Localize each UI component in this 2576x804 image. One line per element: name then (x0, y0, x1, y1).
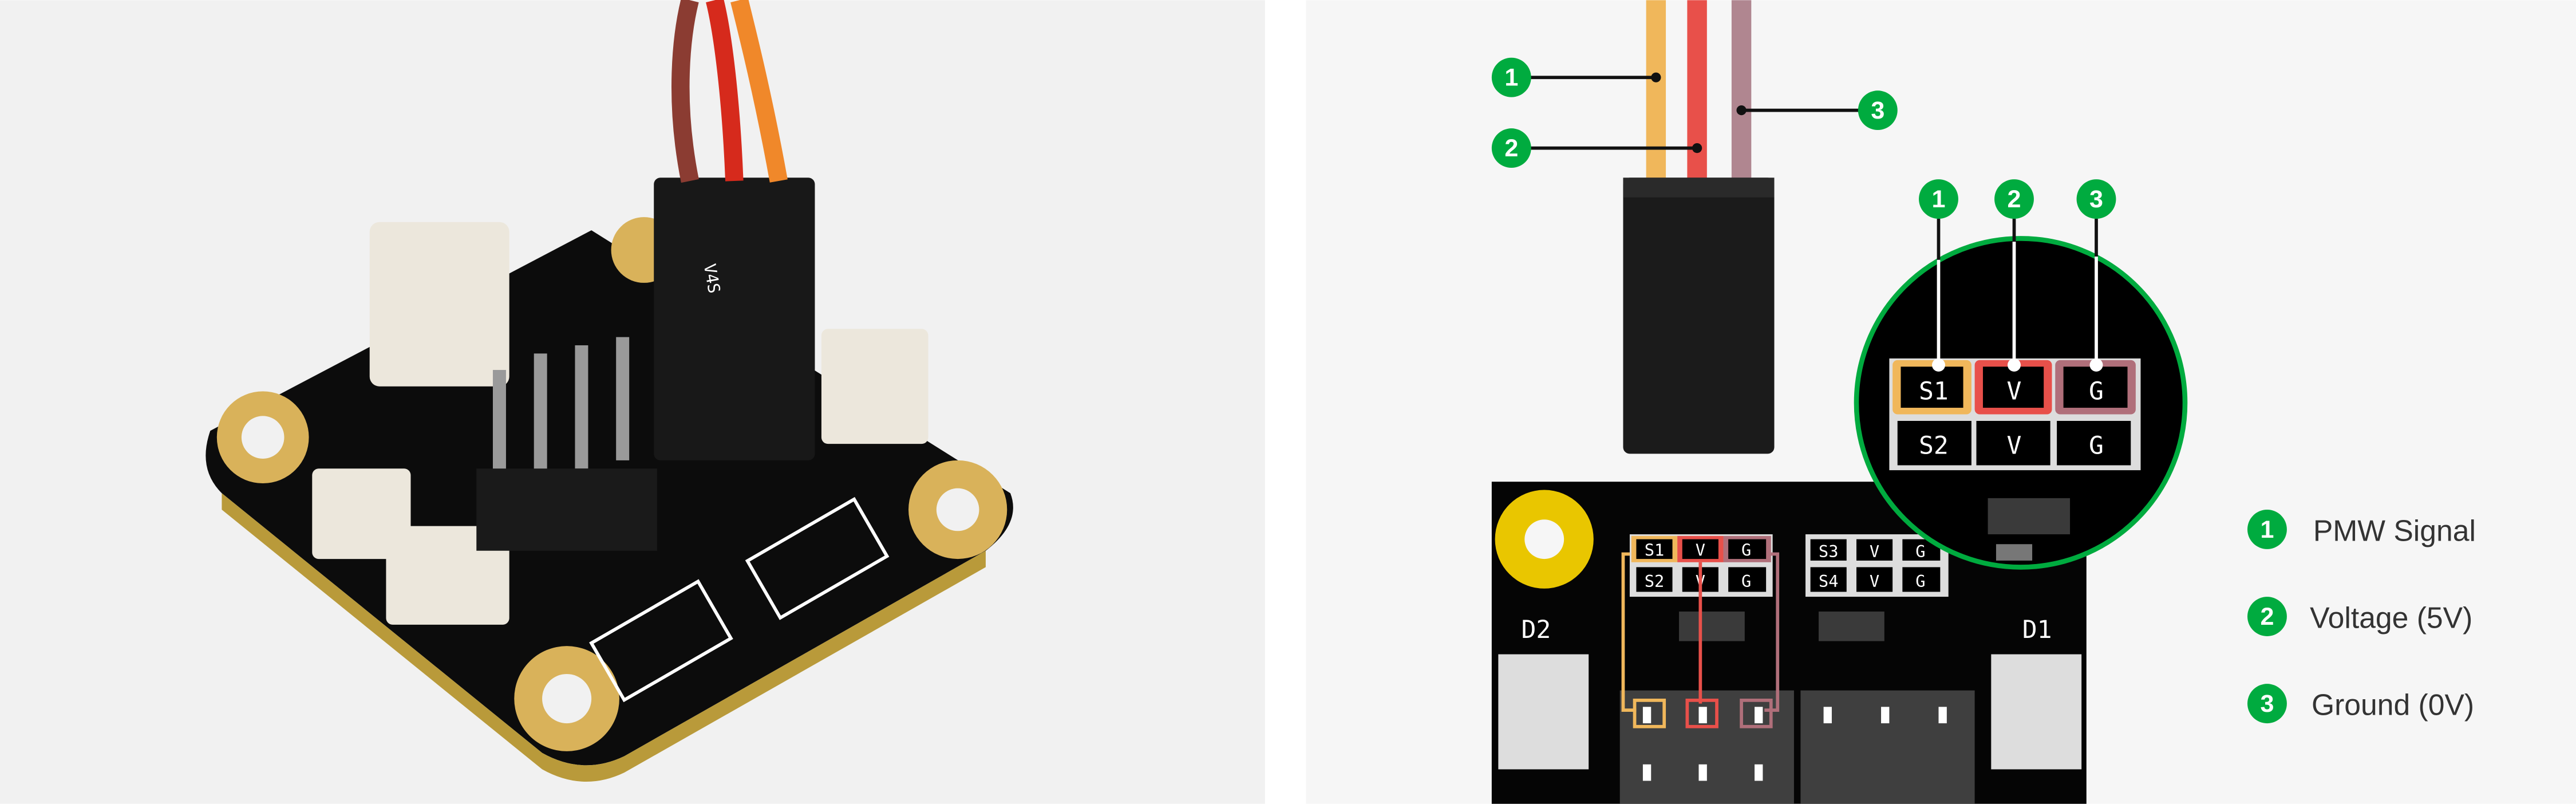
callout-3-pin: 3 (2076, 179, 2116, 219)
label: G (2089, 377, 2104, 406)
callout-1-pin: 1 (1919, 179, 1958, 219)
label: S2 (1919, 431, 1949, 460)
label: V (2007, 377, 2022, 406)
label: PMW Signal (2313, 514, 2476, 547)
legend-item-ground: 3 Ground (0V) (2247, 684, 2474, 724)
label: 3 (1871, 97, 1884, 124)
voltage-wire (1687, 0, 1707, 184)
label: 1 (1932, 186, 1946, 213)
label: 1 (1504, 64, 1518, 92)
callout-2-pin: 2 (1994, 179, 2034, 219)
label: 3 (2089, 186, 2103, 213)
legend-item-voltage: 2 Voltage (5V) (2247, 597, 2472, 636)
callout-2-wire: 2 (1491, 128, 1531, 168)
label: V (1696, 540, 1705, 559)
label: D2 (1521, 616, 1551, 644)
callout-1-wire: 1 (1491, 57, 1531, 97)
label: G (1741, 572, 1751, 591)
label: V (2007, 431, 2022, 460)
label: 2 (2260, 603, 2274, 630)
jst-connector (369, 222, 509, 387)
label: 2 (2008, 186, 2021, 213)
servo-plug (1623, 178, 1775, 454)
product-photo: V4S (0, 0, 1265, 804)
label: D1 (2022, 616, 2052, 644)
label: Ground (0V) (2312, 688, 2474, 722)
label: S2 (1645, 572, 1665, 591)
label: G (2089, 431, 2104, 460)
label: S1 (1645, 540, 1665, 559)
label: V (1870, 572, 1879, 591)
signal-wire (1646, 0, 1666, 184)
ground-wire (1731, 0, 1752, 184)
label: 2 (1504, 135, 1518, 162)
label: Voltage (5V) (2310, 601, 2472, 634)
label: 3 (2260, 690, 2274, 718)
servo-connector (654, 178, 815, 460)
header-pins (492, 337, 630, 494)
legend-item-signal: 1 PMW Signal (2247, 509, 2476, 549)
label: 1 (2260, 516, 2274, 543)
label: S1 (1919, 377, 1949, 406)
callout-3-wire: 3 (1858, 90, 1898, 131)
jst-connector (1498, 654, 1589, 770)
label: S4 (1819, 572, 1839, 591)
label: V (1870, 542, 1879, 561)
label: G (1741, 540, 1751, 559)
label: G (1915, 572, 1925, 591)
jst-connector (821, 329, 929, 444)
label: G (1915, 542, 1925, 561)
jst-connector (1991, 654, 2082, 770)
legend: 1 PMW Signal 2 Voltage (5V) 3 Ground (0V) (2247, 509, 2476, 724)
label: S3 (1819, 542, 1839, 561)
